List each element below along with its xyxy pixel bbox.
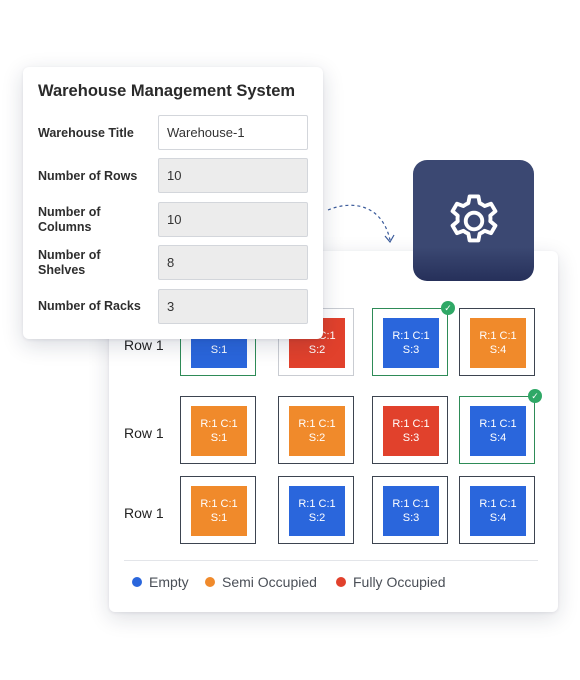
row-label: Row 1 xyxy=(124,337,164,353)
shelf-slot-shelf: S:2 xyxy=(308,432,326,444)
shelf-slot-position: R:1 C:1 xyxy=(200,498,238,510)
number-of-racks-label: Number of Racks xyxy=(38,299,141,313)
legend-divider xyxy=(124,560,538,561)
warehouse-title-label: Warehouse Title xyxy=(38,126,134,140)
legend-full-dot xyxy=(336,577,346,587)
legend-semi-dot xyxy=(205,577,215,587)
shelf-slot-position: R:1 C:1 xyxy=(392,330,430,342)
shelf-slot-shelf: S:2 xyxy=(308,512,326,524)
warehouse-title-input[interactable]: Warehouse-1 xyxy=(158,115,308,150)
shelf-slot-position: R:1 C:1 xyxy=(479,330,517,342)
number-of-racks-input[interactable]: 3 xyxy=(158,289,308,324)
shelf-slot-shelf: S:4 xyxy=(489,344,507,356)
legend-empty-label: Empty xyxy=(149,574,189,590)
legend-fully-occupied: Fully Occupied xyxy=(336,574,446,590)
legend-empty: Empty xyxy=(132,574,189,590)
shelf-slot-shelf: S:1 xyxy=(210,344,228,356)
legend-semi-occupied: Semi Occupied xyxy=(205,574,317,590)
shelf-slot-position: R:1 C:1 xyxy=(298,418,336,430)
shelf-slot-position: R:1 C:1 xyxy=(200,418,238,430)
shelf-slot-shelf: S:2 xyxy=(308,344,326,356)
shelf-slot-shelf: S:1 xyxy=(210,432,228,444)
shelf-slot-shelf: S:3 xyxy=(402,512,420,524)
shelf-slot-shelf: S:3 xyxy=(402,432,420,444)
check-icon: ✓ xyxy=(528,389,542,403)
number-of-rows-label: Number of Rows xyxy=(38,169,138,183)
shelf-slot-position: R:1 C:1 xyxy=(392,418,430,430)
row-label: Row 1 xyxy=(124,505,164,521)
settings-button[interactable] xyxy=(413,160,534,281)
curved-arrow-icon xyxy=(327,204,395,244)
shelf-slot-shelf: S:4 xyxy=(489,512,507,524)
number-of-shelves-label: Number of Shelves xyxy=(38,248,101,277)
form-title: Warehouse Management System xyxy=(38,82,296,100)
number-of-rows-input[interactable]: 10 xyxy=(158,158,308,193)
gear-icon xyxy=(450,194,497,242)
row-label: Row 1 xyxy=(124,425,164,441)
shelf-slot-shelf: S:1 xyxy=(210,512,228,524)
shelf-slot-shelf: S:3 xyxy=(402,344,420,356)
legend-semi-label: Semi Occupied xyxy=(222,574,317,590)
legend-empty-dot xyxy=(132,577,142,587)
shelf-slot-position: R:1 C:1 xyxy=(298,498,336,510)
legend-full-label: Fully Occupied xyxy=(353,574,446,590)
check-icon: ✓ xyxy=(441,301,455,315)
shelf-slot-shelf: S:4 xyxy=(489,432,507,444)
shelf-slot-position: R:1 C:1 xyxy=(479,498,517,510)
number-of-columns-input[interactable]: 10 xyxy=(158,202,308,237)
number-of-columns-label: Number of Columns xyxy=(38,205,101,234)
shelf-slot-position: R:1 C:1 xyxy=(479,418,517,430)
number-of-shelves-input[interactable]: 8 xyxy=(158,245,308,280)
shelf-slot-position: R:1 C:1 xyxy=(392,498,430,510)
